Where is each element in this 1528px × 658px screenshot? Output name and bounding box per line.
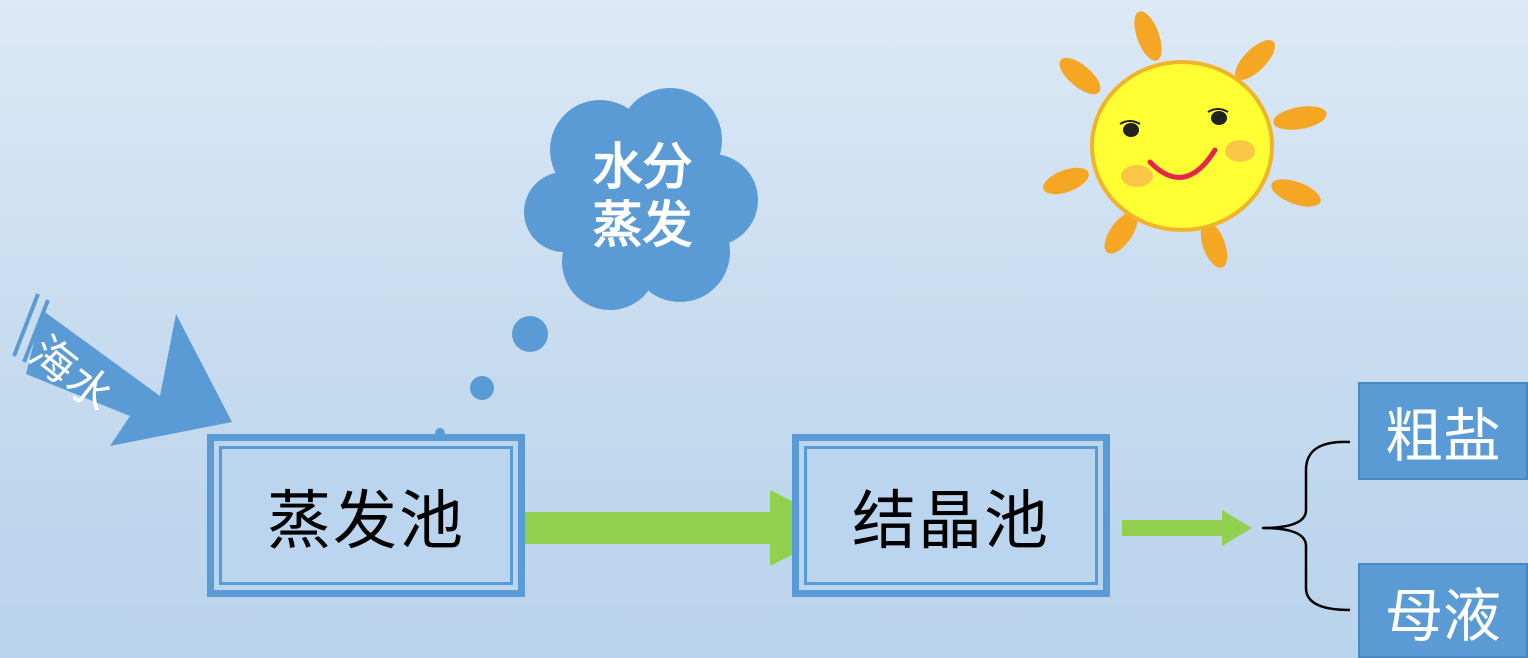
cloud-label: 水分 蒸发 <box>555 138 730 254</box>
sun-ray <box>1059 57 1101 95</box>
crystallization-pool-inner-border <box>804 446 1098 585</box>
brace-icon <box>1261 440 1351 612</box>
sun-smile <box>1147 147 1218 180</box>
cloud-label-line2: 蒸发 <box>592 196 693 254</box>
arrow-crystallization-to-products <box>1122 510 1252 546</box>
arrow-evaporation-to-crystallization <box>490 490 846 566</box>
sun-ray <box>1271 179 1321 207</box>
cloud-icon <box>524 88 758 310</box>
sun-eye-left <box>1123 123 1139 137</box>
crystallization-pool-label: 结晶池 <box>852 484 1050 559</box>
crude-salt-box: 粗盐 <box>1358 382 1528 480</box>
sun-brow-right <box>1207 108 1229 113</box>
crystallization-pool-box: 结晶池 <box>792 434 1110 597</box>
sun-ray <box>1200 222 1228 268</box>
evaporation-pool-inner-border <box>219 446 513 585</box>
sun-ray <box>1273 106 1327 130</box>
bubble-large <box>512 316 548 352</box>
sun-ray <box>1043 167 1089 195</box>
sun-brow-left <box>1119 120 1141 125</box>
sun-ray <box>1104 212 1138 254</box>
evaporation-pool-box: 蒸发池 <box>207 434 525 597</box>
mother-liquor-box: 母液 <box>1358 563 1528 658</box>
evaporation-pool-label: 蒸发池 <box>267 484 465 559</box>
sun-ray <box>1134 11 1162 61</box>
sun-cheek-right <box>1225 140 1255 162</box>
sun-icon <box>1043 11 1327 268</box>
seawater-arrow-icon <box>12 293 232 446</box>
bubble-medium <box>470 376 494 400</box>
sun-face <box>1090 60 1274 232</box>
sun-ray <box>1235 40 1275 80</box>
sun-cheek-left <box>1121 165 1153 187</box>
sun-eye-right <box>1211 111 1227 125</box>
cloud-label-line1: 水分 <box>592 138 693 196</box>
